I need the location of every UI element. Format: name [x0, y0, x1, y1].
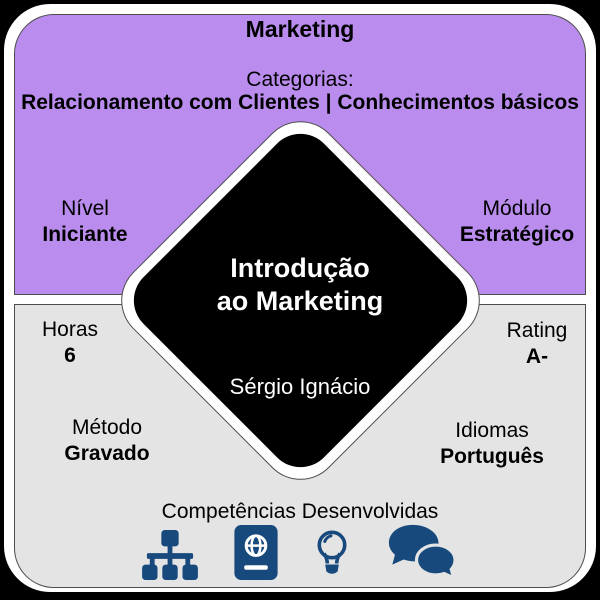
hours-value: 6	[64, 344, 76, 367]
module-label: Módulo	[482, 197, 552, 220]
categories-label: Categorias:	[246, 68, 354, 91]
hours-label: Horas	[41, 318, 99, 341]
attribute-module: Módulo Estratégico	[437, 196, 597, 248]
course-title-line2: ao Marketing	[216, 286, 384, 316]
attribute-rating: Rating A-	[477, 318, 597, 370]
level-label: Nível	[61, 197, 109, 220]
categories-block: Categorias: Relacionamento com Clientes …	[0, 68, 600, 114]
card-title: Marketing	[245, 16, 355, 42]
lightbulb-icon-svg	[317, 530, 347, 574]
categories-value: Relacionamento com Clientes | Conhecimen…	[21, 91, 579, 114]
competencies-title: Competências Desenvolvidas	[161, 500, 439, 523]
course-author: Sérgio Ignácio	[229, 374, 371, 399]
level-value: Iniciante	[42, 223, 128, 246]
method-value: Gravado	[64, 442, 150, 465]
rating-value: A-	[525, 345, 549, 368]
sitemap-icon-svg	[142, 530, 198, 580]
languages-value: Português	[440, 445, 544, 468]
course-title: Introdução ao Marketing	[150, 252, 450, 318]
attribute-method: Método Gravado	[27, 415, 187, 467]
lightbulb-icon	[314, 530, 350, 580]
module-value: Estratégico	[459, 223, 575, 246]
sitemap-icon	[142, 530, 198, 580]
method-label: Método	[71, 416, 143, 439]
comments-icon	[386, 523, 458, 580]
languages-label: Idiomas	[455, 419, 529, 442]
competencies-icon-row	[0, 524, 600, 580]
attribute-level: Nível Iniciante	[5, 196, 165, 248]
course-title-line1: Introdução	[230, 253, 370, 283]
attribute-hours: Horas 6	[10, 317, 130, 369]
rating-label: Rating	[506, 319, 568, 342]
passport-icon	[234, 525, 278, 580]
passport-icon-svg	[234, 525, 278, 580]
comments-icon-svg	[388, 524, 457, 580]
attribute-languages: Idiomas Português	[412, 418, 572, 470]
